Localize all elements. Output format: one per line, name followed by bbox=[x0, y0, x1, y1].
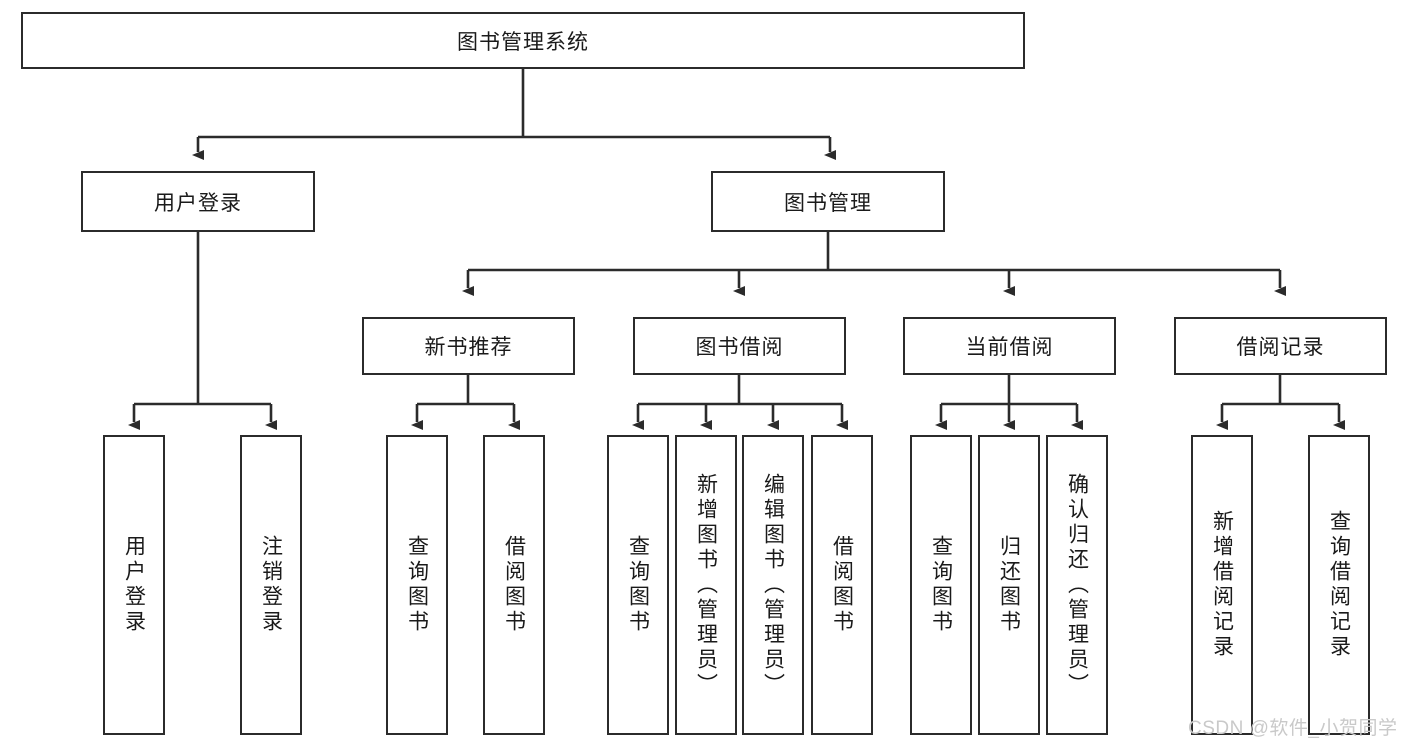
node-label: 图书管理 bbox=[784, 191, 872, 215]
leaf-book-borrow-borrow[interactable]: 借阅图书 bbox=[811, 435, 873, 735]
node-label: 新书推荐 bbox=[424, 336, 513, 359]
node-label: 借阅图书 bbox=[830, 535, 854, 635]
node-label: 查询图书 bbox=[626, 535, 650, 635]
node-new-book-recommend[interactable]: 新书推荐 bbox=[362, 317, 575, 375]
node-book-management[interactable]: 图书管理 bbox=[711, 171, 945, 232]
node-label: 新增图书（管理员） bbox=[694, 472, 718, 698]
leaf-user-login-logout[interactable]: 注销登录 bbox=[240, 435, 302, 735]
leaf-new-book-query[interactable]: 查询图书 bbox=[386, 435, 448, 735]
leaf-new-book-borrow[interactable]: 借阅图书 bbox=[483, 435, 545, 735]
node-label: 编辑图书（管理员） bbox=[761, 472, 785, 698]
node-label: 查询图书 bbox=[929, 535, 953, 635]
node-label: 查询图书 bbox=[405, 535, 429, 635]
node-current-borrow[interactable]: 当前借阅 bbox=[903, 317, 1116, 375]
leaf-book-borrow-edit[interactable]: 编辑图书（管理员） bbox=[742, 435, 804, 735]
leaf-current-borrow-query[interactable]: 查询图书 bbox=[910, 435, 972, 735]
leaf-user-login-login[interactable]: 用户登录 bbox=[103, 435, 165, 735]
node-book-borrow[interactable]: 图书借阅 bbox=[633, 317, 846, 375]
node-label: 查询借阅记录 bbox=[1327, 510, 1351, 660]
node-label: 图书管理系统 bbox=[457, 30, 589, 54]
node-label: 借阅图书 bbox=[502, 535, 526, 635]
node-label: 当前借阅 bbox=[965, 336, 1054, 359]
node-user-login[interactable]: 用户登录 bbox=[81, 171, 315, 232]
watermark: CSDN @软件_小贺同学 bbox=[1188, 718, 1398, 739]
node-label: 确认归还（管理员） bbox=[1065, 472, 1089, 698]
node-label: 借阅记录 bbox=[1236, 336, 1325, 359]
leaf-current-borrow-confirm-return[interactable]: 确认归还（管理员） bbox=[1046, 435, 1108, 735]
node-label: 用户登录 bbox=[154, 191, 242, 215]
node-label: 新增借阅记录 bbox=[1210, 510, 1234, 660]
leaf-borrow-record-query[interactable]: 查询借阅记录 bbox=[1308, 435, 1370, 735]
leaf-book-borrow-query[interactable]: 查询图书 bbox=[607, 435, 669, 735]
leaf-borrow-record-add[interactable]: 新增借阅记录 bbox=[1191, 435, 1253, 735]
node-label: 图书借阅 bbox=[695, 336, 784, 359]
leaf-book-borrow-add[interactable]: 新增图书（管理员） bbox=[675, 435, 737, 735]
node-label: 用户登录 bbox=[122, 535, 146, 635]
leaf-current-borrow-return[interactable]: 归还图书 bbox=[978, 435, 1040, 735]
node-borrow-record[interactable]: 借阅记录 bbox=[1174, 317, 1387, 375]
node-root-book-management-system[interactable]: 图书管理系统 bbox=[21, 12, 1025, 69]
node-label: 注销登录 bbox=[259, 535, 283, 635]
node-label: 归还图书 bbox=[997, 535, 1021, 635]
